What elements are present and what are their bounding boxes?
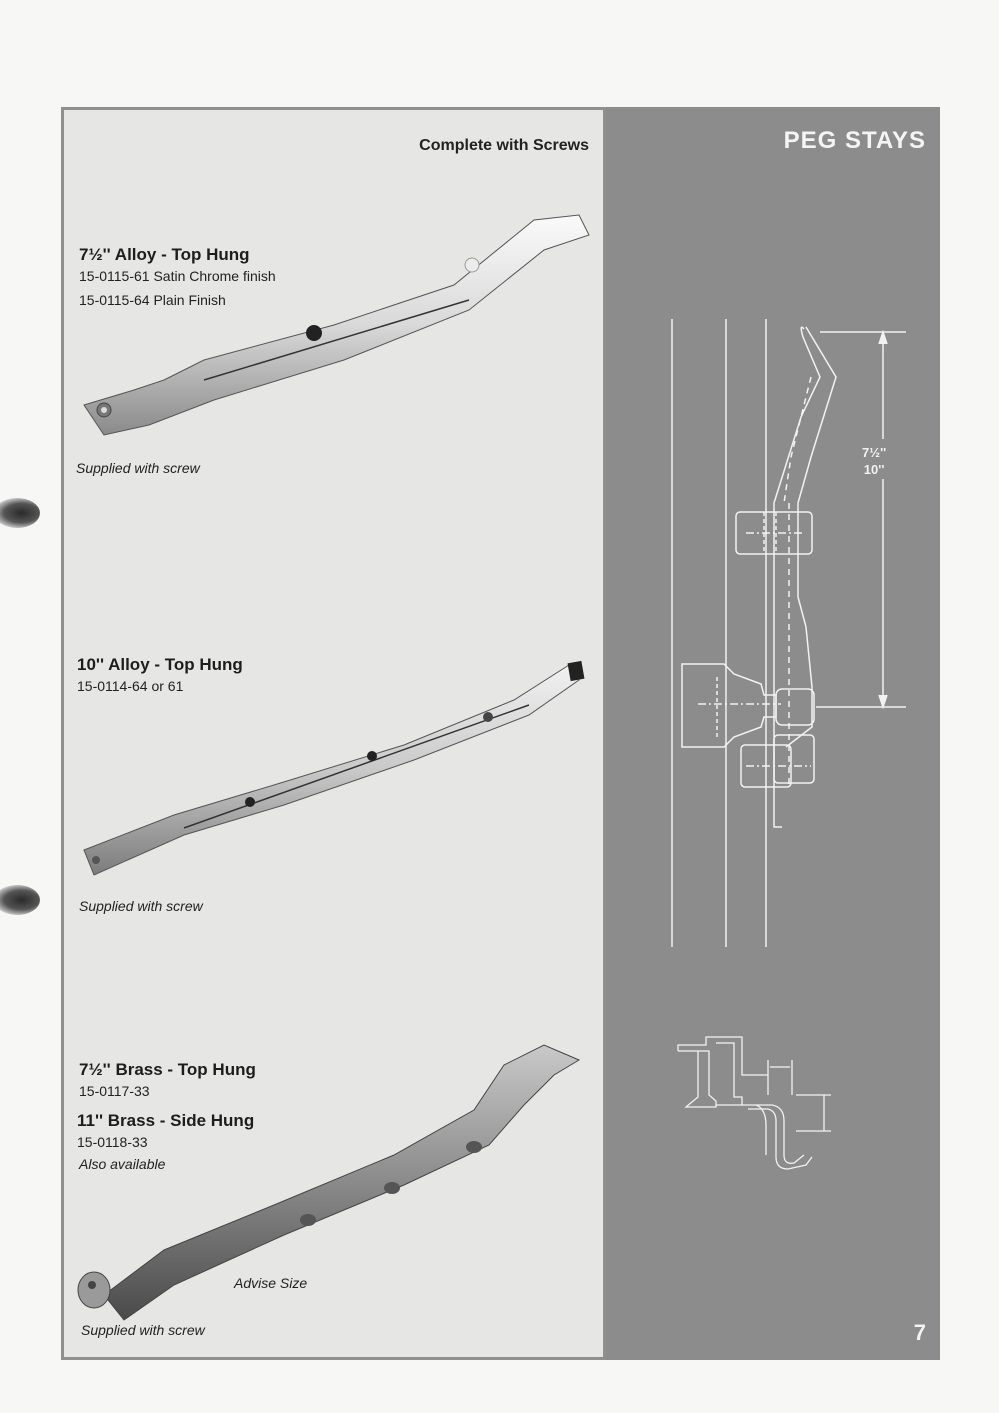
product-code: 15-0114-64 or 61	[77, 678, 184, 694]
alloy-stay-10-image	[83, 660, 585, 876]
dimension-label: 7½'' 10''	[862, 445, 887, 477]
product-code: 15-0118-33	[77, 1134, 148, 1150]
catalog-frame: Complete with Screws 7½'' Alloy - Top Hu…	[61, 107, 940, 1360]
punch-hole	[0, 885, 40, 915]
also-available-note: Also available	[79, 1156, 166, 1172]
product-panel: Complete with Screws 7½'' Alloy - Top Hu…	[64, 110, 603, 1357]
product-title: 11'' Brass - Side Hung	[77, 1111, 255, 1130]
product-title: 7½'' Brass - Top Hung	[79, 1060, 256, 1079]
advise-size-note: Advise Size	[234, 1275, 308, 1291]
peg-stay-section-drawing	[677, 1036, 831, 1170]
peg-stay-technical-drawing	[671, 319, 906, 947]
punch-hole	[0, 498, 40, 528]
product-code: 15-0115-61 Satin Chrome finish	[79, 268, 276, 284]
product-title: 10'' Alloy - Top Hung	[77, 655, 243, 674]
page-number: 7	[913, 1320, 926, 1345]
brass-stay-image	[77, 1044, 581, 1321]
alloy-stay-7-5-image	[83, 214, 590, 436]
supplied-with-screw-note: Supplied with screw	[76, 460, 200, 476]
product-title: 7½'' Alloy - Top Hung	[79, 245, 250, 264]
supplied-with-screw-note: Supplied with screw	[81, 1322, 205, 1338]
product-code: 15-0117-33	[79, 1083, 150, 1099]
page-title: PEG STAYS	[783, 127, 926, 154]
title-panel: PEG STAYS	[606, 107, 940, 1360]
product-code: 15-0115-64 Plain Finish	[79, 292, 226, 308]
complete-with-screws-note: Complete with Screws	[419, 137, 589, 154]
supplied-with-screw-note: Supplied with screw	[79, 898, 203, 914]
